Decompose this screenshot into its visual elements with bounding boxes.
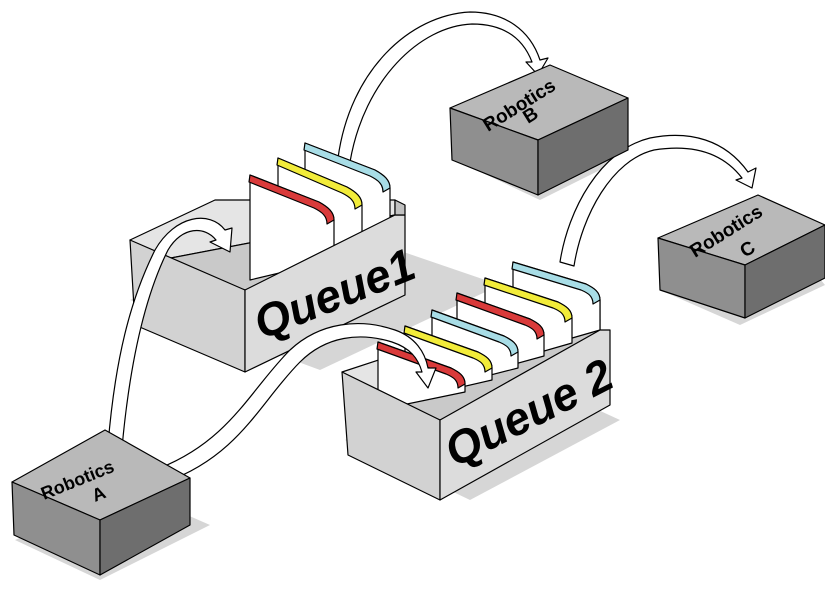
queue1-card-cyan-tab xyxy=(303,142,391,193)
queue2-card-cyan-2-tab xyxy=(430,309,519,357)
queue2-box: Queue 2 xyxy=(341,261,622,501)
robotics-c: Robotics C xyxy=(657,194,825,319)
queue2-card-red-2-tab xyxy=(376,341,466,389)
queue1-front-face xyxy=(244,214,406,373)
queue1-card-yellow-tab xyxy=(276,157,363,210)
queue1-card-red-tab xyxy=(248,174,335,225)
queue2-cards xyxy=(376,261,601,411)
arrows-front xyxy=(107,217,437,483)
arrow-a-to-queue2 xyxy=(159,323,437,483)
arrow-queue2-to-c xyxy=(559,134,757,267)
robotics-a-right xyxy=(99,477,191,576)
queue1-corner xyxy=(394,199,406,216)
robotics-a: Robotics A xyxy=(11,429,191,576)
robotics-b-right xyxy=(537,97,629,196)
queue2-front-face xyxy=(439,329,611,501)
queue2-card-yellow-2-tab xyxy=(403,325,493,373)
queue2-card-cyan-1-tab xyxy=(511,261,601,305)
robotics-c-right xyxy=(744,224,825,319)
arrow-a-to-queue1 xyxy=(107,217,233,449)
queue1-box: Queue1 xyxy=(129,142,422,373)
queue2-card-red-1-tab xyxy=(455,292,545,340)
queue2-card-yellow-1-tab xyxy=(483,277,573,323)
